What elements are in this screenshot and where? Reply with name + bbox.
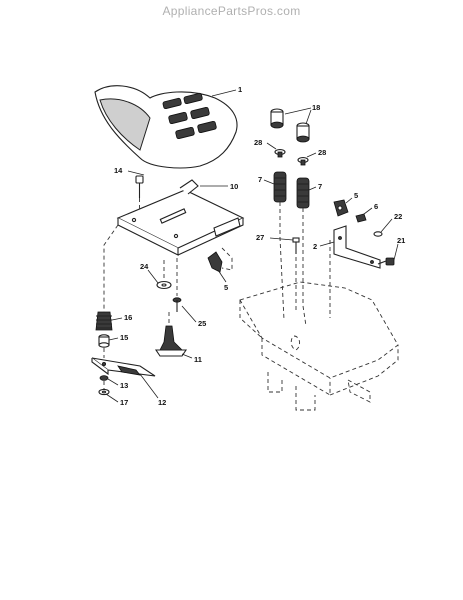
callout-27: 27	[256, 233, 264, 242]
tractor-frame	[239, 281, 399, 411]
switch-part-5	[333, 199, 349, 217]
nut-part-6	[355, 213, 367, 223]
washer-part-24	[156, 280, 172, 290]
site-watermark: AppliancePartsPros.com	[162, 4, 301, 18]
washer-part-22	[373, 231, 383, 237]
callout-15: 15	[120, 333, 128, 342]
callout-28-left: 28	[254, 138, 262, 147]
callout-11: 11	[194, 355, 202, 364]
callout-24: 24	[140, 262, 149, 271]
bushing-part-15	[98, 334, 110, 348]
callout-2: 2	[313, 242, 317, 251]
bolt-part-21	[377, 257, 395, 266]
callout-21: 21	[397, 236, 405, 245]
washer-part-28-left	[274, 149, 286, 158]
callout-13: 13	[120, 381, 128, 390]
bracket-part-2	[333, 225, 381, 269]
spring-part-16	[95, 311, 113, 331]
callout-22: 22	[394, 212, 402, 221]
latch-part-5	[207, 247, 233, 273]
assembly-lines-right	[279, 202, 331, 327]
callout-25: 25	[198, 319, 206, 328]
callout-18: 18	[312, 103, 320, 112]
callout-12: 12	[158, 398, 166, 407]
bolt-part-14	[135, 175, 144, 198]
callout-14: 14	[114, 166, 123, 175]
washer-part-17	[98, 388, 110, 396]
seat-part-1	[94, 85, 238, 169]
screw-part-25	[172, 297, 182, 312]
slide-bracket-part-12	[91, 357, 156, 377]
leader-lines	[105, 89, 399, 403]
washer-part-28-right	[297, 157, 309, 166]
seat-pan-part-10	[116, 179, 245, 256]
callout-labels: 1 18 28 28 7 7 14 10 5 6 22 27 2 21 24 5…	[114, 85, 405, 407]
knob-part-11	[154, 325, 188, 357]
callout-6: 6	[374, 202, 378, 211]
callout-5-left: 5	[224, 283, 228, 292]
seat-vents	[162, 92, 217, 140]
callout-28-right: 28	[318, 148, 326, 157]
callout-7-left: 7	[258, 175, 262, 184]
assembly-lines-left	[103, 198, 178, 389]
spring-part-7-left	[273, 171, 287, 203]
rubber-bumper-part-18-left	[270, 108, 284, 129]
bolt-part-27	[292, 237, 300, 254]
callout-10: 10	[230, 182, 238, 191]
nut-part-13	[99, 375, 109, 381]
rubber-bumper-part-18-right	[296, 122, 310, 143]
callout-7-right: 7	[318, 182, 322, 191]
spring-part-7-right	[296, 177, 310, 209]
callout-5-right: 5	[354, 191, 358, 200]
callout-17: 17	[120, 398, 128, 407]
callout-1: 1	[238, 85, 242, 94]
callout-16: 16	[124, 313, 132, 322]
